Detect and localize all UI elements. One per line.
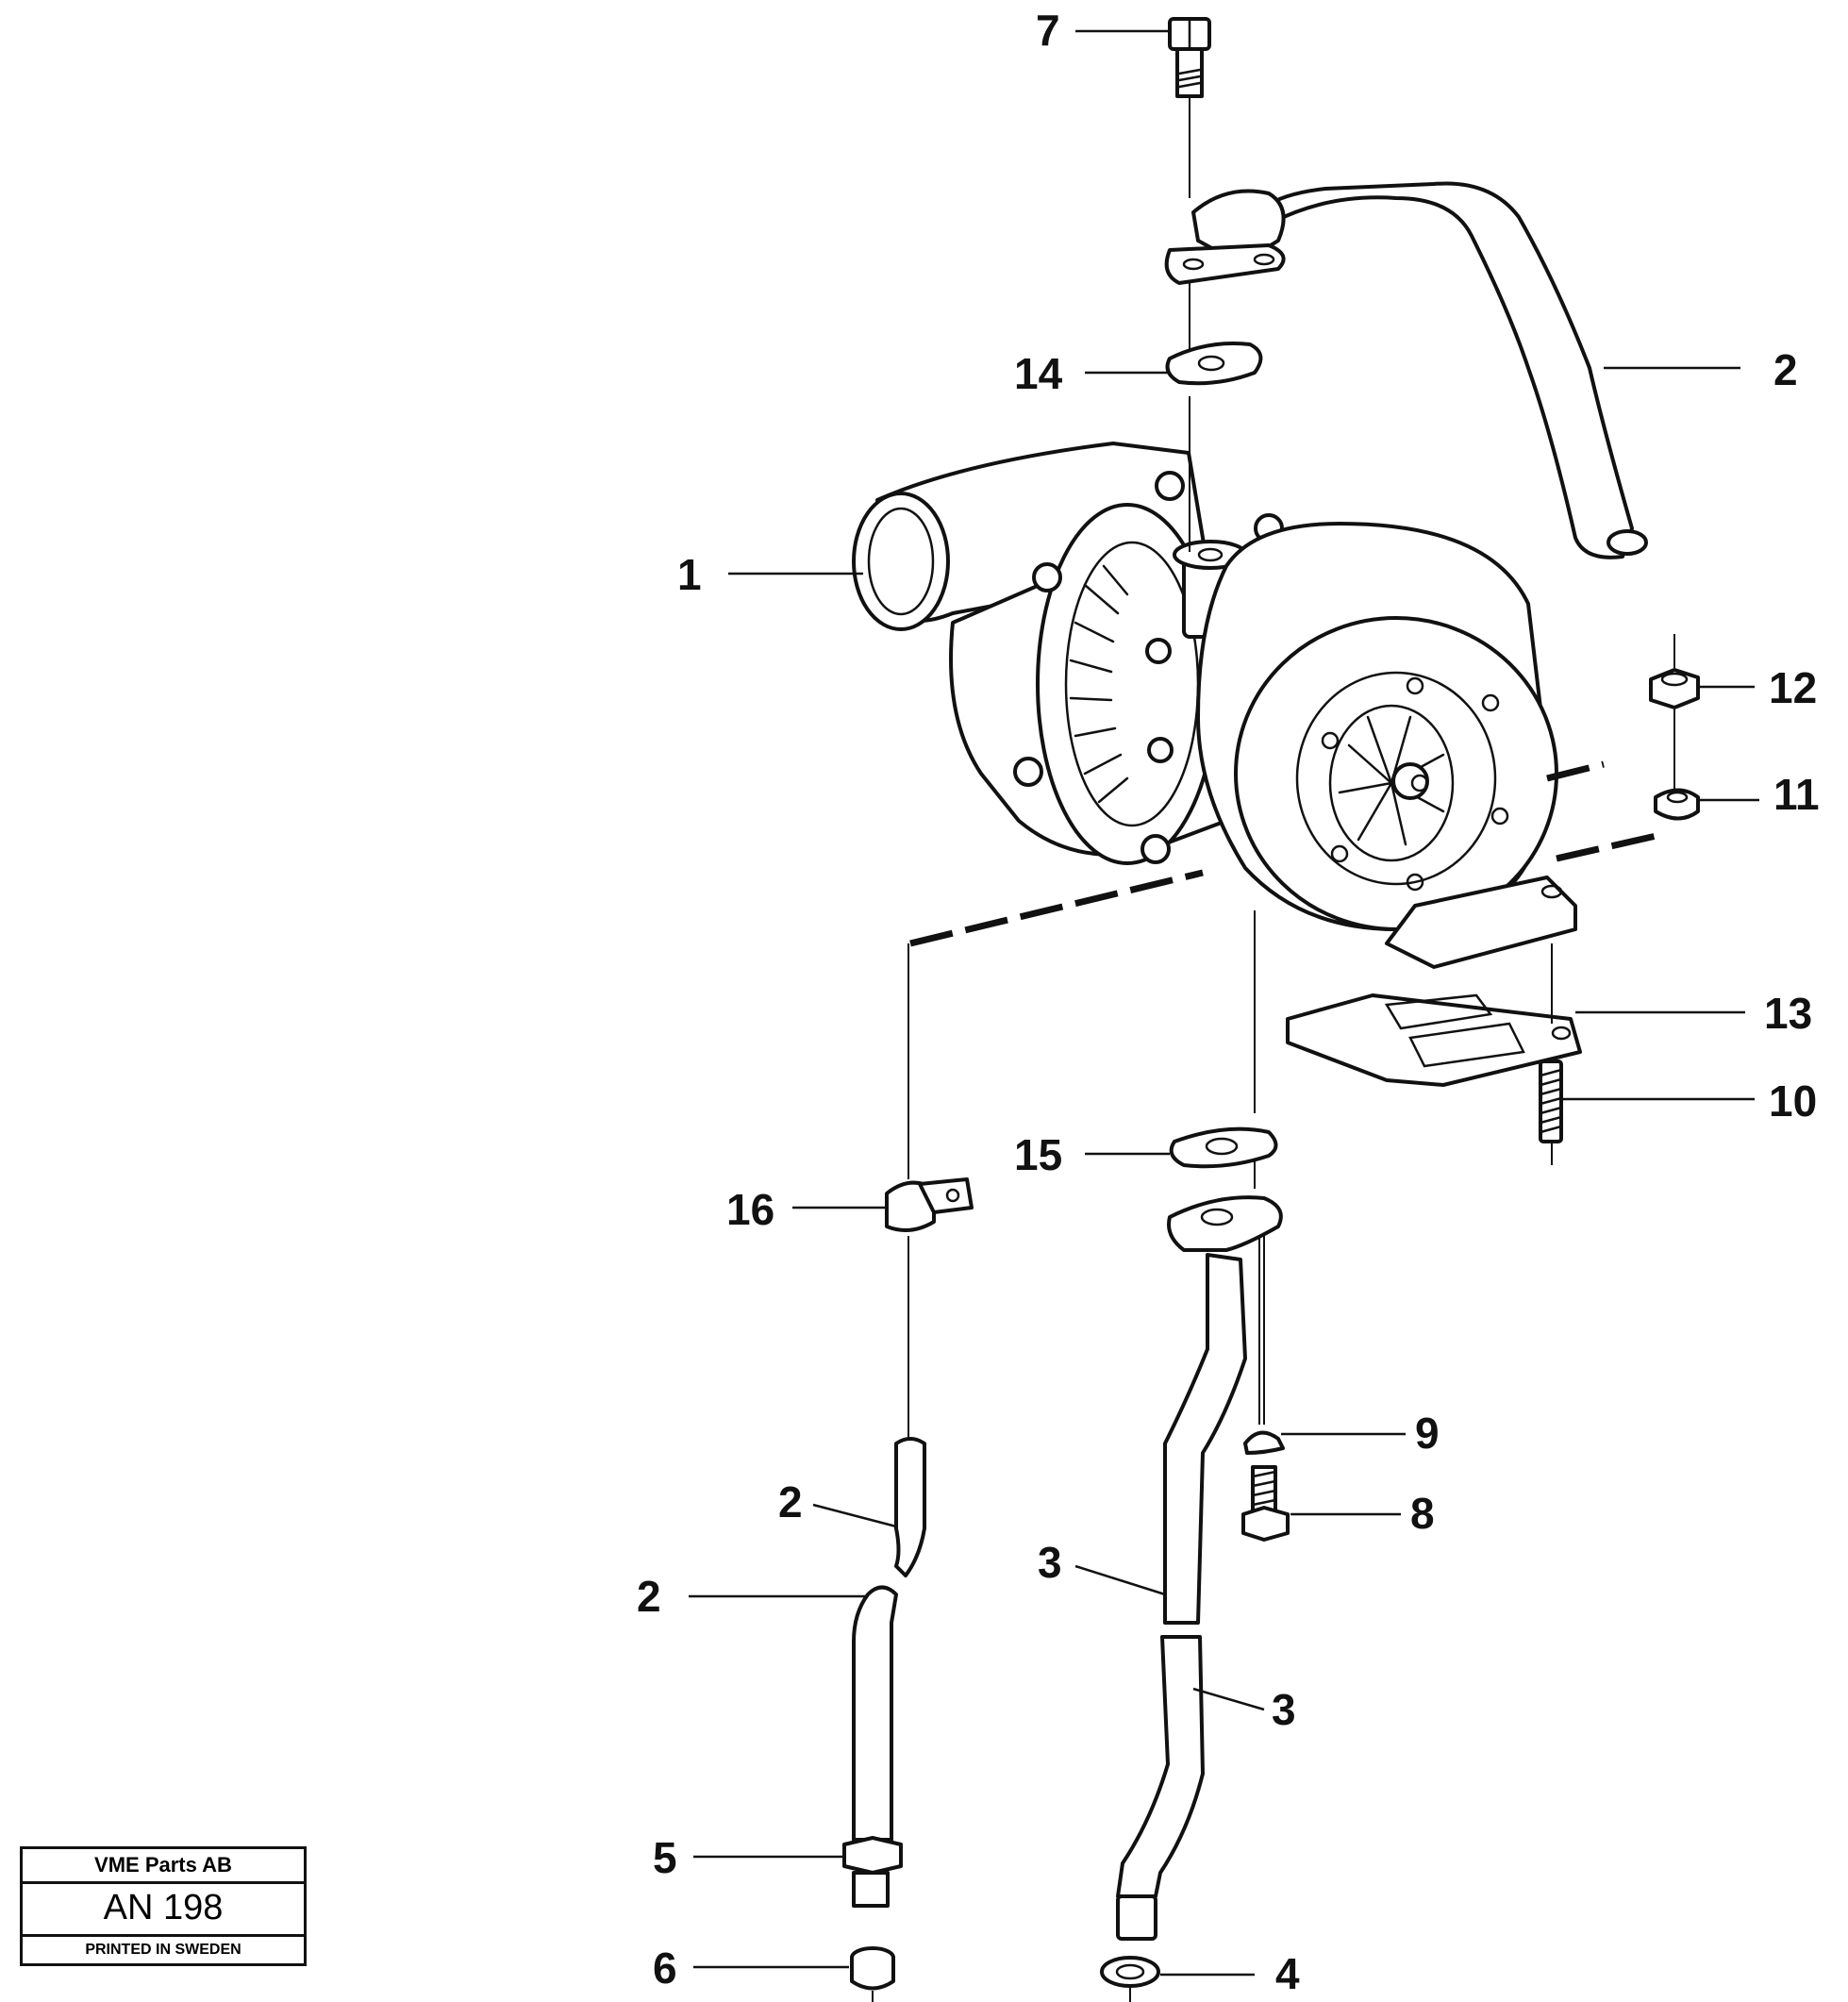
nut-part-12 [1649,668,1700,709]
callout-2-lower: 2 [637,1572,868,1621]
svg-text:15: 15 [1014,1130,1062,1179]
washer-part-4 [1100,1956,1160,1988]
callout-6: 6 [653,1944,849,1993]
svg-text:3: 3 [1038,1538,1062,1587]
assembly-dashed-line-left [909,869,1204,947]
oil-drain-pipe-part-3-upper [1163,1195,1283,1625]
assembly-dashed-line-right-lower [1556,831,1661,862]
bolt-part-8 [1241,1465,1290,1542]
turbocharger-part-1 [852,442,1577,969]
callout-8: 8 [1290,1489,1435,1538]
nut-part-6 [850,1946,895,1991]
gasket-part-14 [1165,342,1263,386]
svg-text:4: 4 [1275,1949,1300,1998]
gasket-part-13 [1286,993,1582,1087]
callout-10: 10 [1562,1076,1817,1126]
callout-16: 16 [726,1185,885,1234]
svg-text:8: 8 [1410,1489,1435,1538]
callout-4: 4 [1160,1949,1300,1998]
svg-text:2: 2 [778,1477,803,1527]
stud-part-10 [1539,1059,1563,1143]
publisher-stamp: VME Parts AB AN 198 PRINTED IN SWEDEN [20,1846,307,1966]
svg-text:12: 12 [1769,663,1817,712]
stamp-printed: PRINTED IN SWEDEN [85,1942,241,1958]
svg-text:3: 3 [1272,1685,1296,1734]
union-part-5 [842,1836,903,1908]
callout-12: 12 [1698,663,1817,712]
svg-text:14: 14 [1014,349,1063,398]
callout-11: 11 [1698,770,1820,819]
stamp-company: VME Parts AB [23,1849,304,1884]
svg-text:13: 13 [1764,989,1812,1038]
callout-14: 14 [1014,349,1168,398]
svg-text:11: 11 [1773,770,1820,819]
bolt-part-7 [1168,17,1211,98]
gasket-part-15 [1169,1126,1278,1169]
clip-part-9 [1243,1430,1285,1455]
stamp-code: AN 198 [23,1884,304,1937]
callout-3-lower: 3 [1192,1685,1296,1734]
assembly-dashed-line-right-upper [1546,760,1605,782]
callout-1: 1 [677,550,863,599]
callout-9: 9 [1281,1409,1440,1458]
callout-3-upper: 3 [1038,1538,1166,1596]
callout-5: 5 [653,1833,842,1882]
svg-text:5: 5 [653,1833,677,1882]
svg-text:16: 16 [726,1185,774,1234]
oil-pipe-part-2-upper [1164,181,1648,559]
callout-7: 7 [1036,6,1168,55]
callout-15: 15 [1014,1130,1170,1179]
callout-2-top: 2 [1604,345,1798,394]
callout-13: 13 [1575,989,1812,1038]
svg-text:2: 2 [1773,345,1798,394]
clamp-part-16 [885,1177,974,1232]
oil-drain-pipe-part-3-lower [1116,1635,1205,1941]
washer-part-11 [1654,788,1700,821]
svg-text:10: 10 [1769,1076,1817,1126]
oil-pipe-part-2-lower [852,1585,898,1842]
svg-text:9: 9 [1415,1409,1440,1458]
oil-pipe-part-2-middle [894,1437,926,1577]
svg-text:2: 2 [637,1572,661,1621]
svg-text:1: 1 [677,550,702,599]
svg-text:6: 6 [653,1944,677,1993]
svg-text:7: 7 [1036,6,1060,55]
callout-2-middle: 2 [778,1477,897,1528]
